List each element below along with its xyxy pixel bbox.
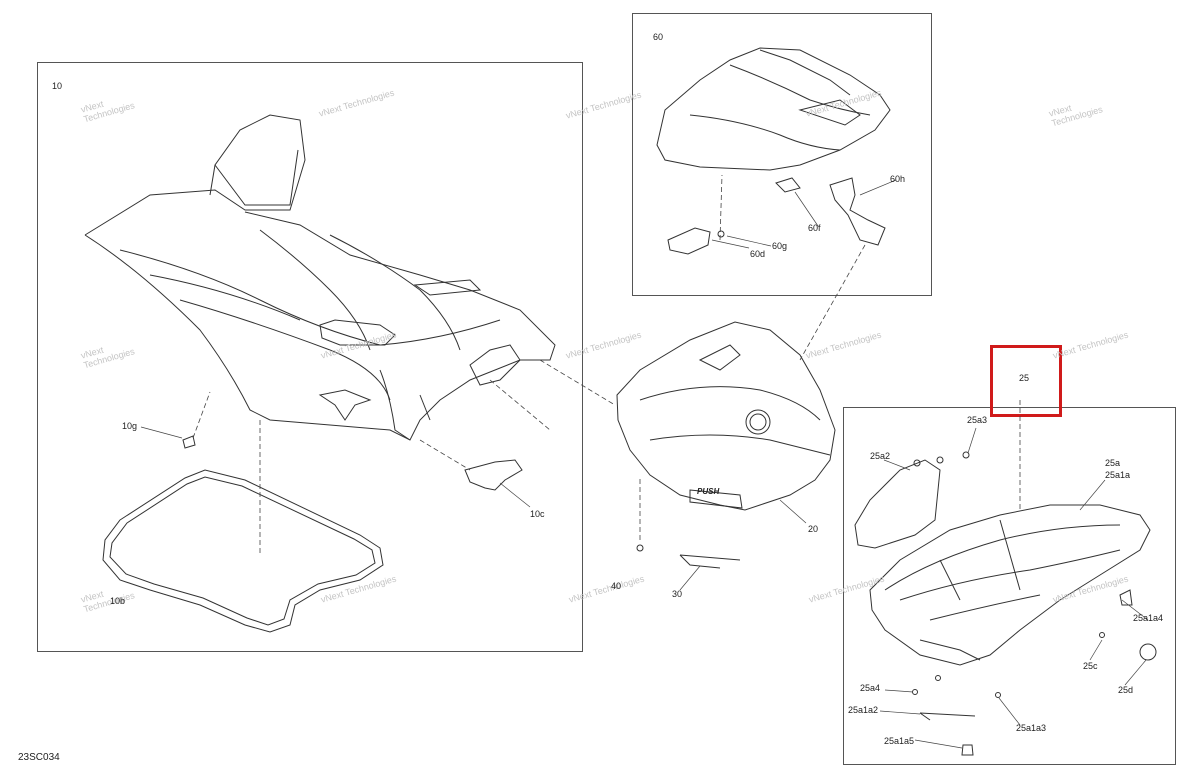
storage-bin-drawing <box>854 459 1151 666</box>
callout-60f[interactable]: 60f <box>808 223 821 233</box>
callout-20[interactable]: 20 <box>808 524 819 534</box>
push-decal: PUSH <box>697 487 720 496</box>
callout-25[interactable]: 25 <box>1019 373 1030 383</box>
callout-25a4[interactable]: 25a4 <box>860 683 881 693</box>
top-seat-drawing <box>656 47 891 171</box>
callout-60d[interactable]: 60d <box>750 249 766 259</box>
panel-top-seat-box <box>632 13 932 296</box>
callout-25a1a3[interactable]: 25a1a3 <box>1016 723 1047 733</box>
panel-front-seat-box <box>37 62 583 652</box>
callout-25a1a4[interactable]: 25a1a4 <box>1133 613 1164 623</box>
callout-10c[interactable]: 10c <box>530 509 545 519</box>
storage-cover-drawing <box>616 321 836 511</box>
document-code: 23SC034 <box>18 752 60 763</box>
callout-25a1a5[interactable]: 25a1a5 <box>884 736 915 746</box>
front-seat-drawing <box>84 114 556 441</box>
callout-60h[interactable]: 60h <box>890 174 906 184</box>
callout-25a3[interactable]: 25a3 <box>967 415 988 425</box>
callout-60g[interactable]: 60g <box>772 241 788 251</box>
callout-25a1a[interactable]: 25a1a <box>1105 470 1131 480</box>
callout-10b[interactable]: 10b <box>110 596 126 606</box>
callout-40[interactable]: 40 <box>611 581 622 591</box>
panel-storage-bin-box <box>843 407 1176 765</box>
gasket-drawing <box>102 469 384 633</box>
callout-25-highlight[interactable] <box>990 345 1062 417</box>
callout-25a1a2[interactable]: 25a1a2 <box>848 705 879 715</box>
callout-25a2[interactable]: 25a2 <box>870 451 891 461</box>
callout-25d[interactable]: 25d <box>1118 685 1134 695</box>
callout-60[interactable]: 60 <box>653 32 664 42</box>
callout-10g[interactable]: 10g <box>122 421 138 431</box>
callout-30[interactable]: 30 <box>672 589 683 599</box>
callout-25c[interactable]: 25c <box>1083 661 1098 671</box>
callout-25a[interactable]: 25a <box>1105 458 1121 468</box>
callout-10[interactable]: 10 <box>52 81 63 91</box>
